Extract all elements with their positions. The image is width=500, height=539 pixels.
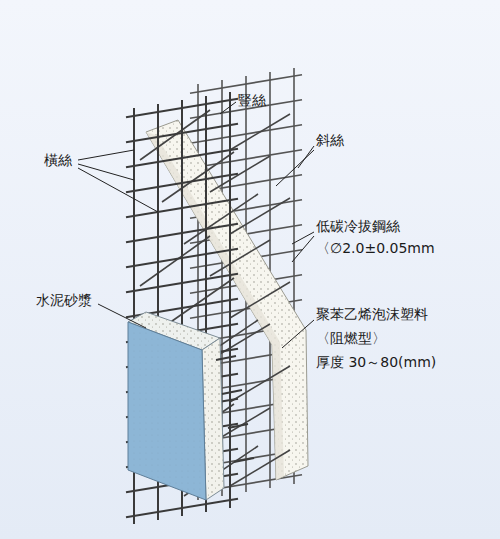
wire-end [222, 390, 242, 394]
diagonal-wire [230, 366, 290, 402]
horizontal-wire [126, 199, 238, 218]
part-label: 豎絲 [238, 92, 266, 109]
horizontal-wire [126, 99, 238, 118]
horizontal-wire [126, 149, 238, 168]
material-label: 低碳冷拔鋼絲 [316, 218, 400, 235]
horizontal-wire [126, 249, 238, 268]
dimension-label: 〈∅2.0±0.05mm [316, 240, 435, 257]
protruding-wires [216, 356, 254, 462]
leader-lines [78, 102, 314, 348]
wire-end [228, 424, 248, 428]
diagonal-wire [210, 240, 270, 276]
horizontal-wire [126, 274, 238, 293]
diagonal-wire [210, 156, 270, 192]
diagonal-wire [230, 450, 290, 486]
horizontal-wire [126, 174, 238, 193]
part-label: 斜絲 [316, 132, 344, 149]
horizontal-wire [126, 499, 238, 518]
horizontal-wire [126, 124, 238, 143]
cement-mortar-block [128, 312, 224, 500]
part-label: 橫絲 [44, 152, 72, 169]
material-label: 聚苯乙烯泡沫塑料 [316, 306, 428, 323]
note-label: 〈阻燃型〉 [316, 330, 386, 347]
horizontal-wire [126, 224, 238, 243]
diagonal-wire [230, 282, 290, 318]
diagonal-wire [230, 198, 290, 234]
material-label: 水泥砂漿 [36, 292, 92, 309]
diagonal-wire [140, 236, 210, 286]
diagonal-wire [230, 114, 290, 150]
horizontal-wire [190, 75, 302, 94]
dimension-label: 厚度 30～80(mm) [316, 354, 436, 371]
front-mesh [126, 92, 238, 524]
wire-end [234, 458, 254, 462]
wire-end [216, 356, 236, 360]
